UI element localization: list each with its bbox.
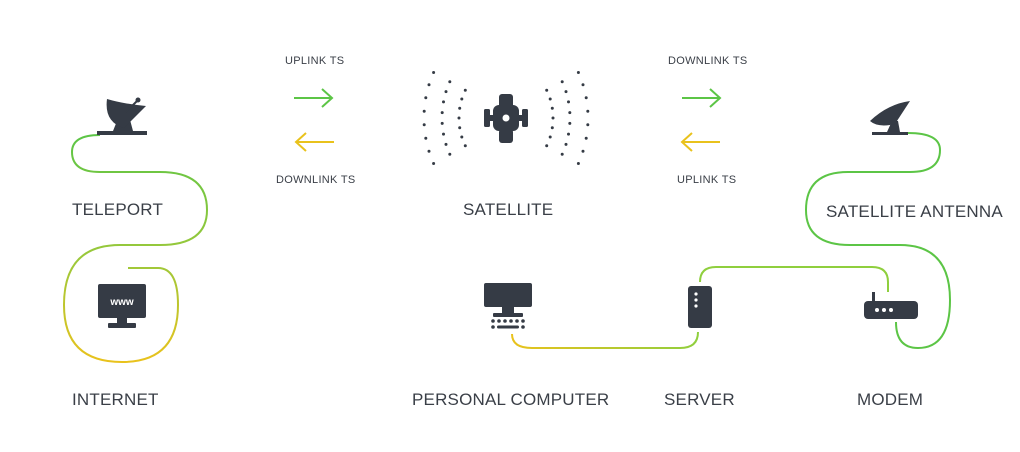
signal-dot <box>457 116 461 120</box>
signal-dot <box>460 135 464 139</box>
signal-dot <box>442 132 445 136</box>
server-modem-line <box>699 266 889 292</box>
signal-dot <box>440 121 444 125</box>
antenna-dish-icon <box>870 101 910 135</box>
signal-dot <box>560 152 564 156</box>
signal-dot <box>458 126 462 130</box>
signal-dot <box>424 136 428 140</box>
signal-dot <box>463 88 467 92</box>
signal-dot <box>422 123 426 127</box>
signal-dot <box>427 149 431 153</box>
signal-dot <box>460 97 464 101</box>
signal-waves <box>422 71 590 165</box>
signal-dot <box>550 126 554 130</box>
teleport-label: TELEPORT <box>72 200 164 219</box>
signal-dot <box>548 97 552 101</box>
uplink-arrow-right <box>680 132 720 152</box>
downlink-label-left: DOWNLINK TS <box>276 174 356 186</box>
teleport-internet-line <box>62 134 209 364</box>
modem-label: MODEM <box>857 390 924 409</box>
antenna-modem-line <box>804 132 952 350</box>
signal-dot <box>463 144 467 148</box>
signal-dot <box>424 96 428 100</box>
signal-dot <box>448 152 452 156</box>
uplink-label-left: UPLINK TS <box>285 55 345 67</box>
personal-computer-label: PERSONAL COMPUTER <box>412 390 610 409</box>
computer-icon <box>484 283 532 329</box>
signal-dot <box>567 100 570 104</box>
signal-dot <box>564 90 568 94</box>
signal-dot <box>545 144 549 148</box>
signal-dot <box>427 83 431 87</box>
signal-dot <box>422 109 426 113</box>
satellite-icon <box>484 94 528 143</box>
signal-dot <box>584 96 588 100</box>
signal-dot <box>448 80 452 84</box>
signal-dot <box>560 80 564 84</box>
signal-dot <box>586 123 590 127</box>
signal-dot <box>432 162 436 165</box>
uplink-arrow-left <box>294 88 334 108</box>
signal-dot <box>584 136 588 140</box>
signal-dot <box>567 132 570 136</box>
signal-dot <box>564 142 568 146</box>
downlink-arrow-left <box>294 132 334 152</box>
signal-dot <box>545 88 549 92</box>
downlink-arrow-right <box>682 88 722 108</box>
signal-dot <box>548 135 552 139</box>
signal-dot <box>442 100 445 104</box>
computer-server-line <box>511 331 699 349</box>
signal-dot <box>458 106 462 110</box>
teleport-dish-icon <box>97 97 147 135</box>
signal-dot <box>586 109 590 113</box>
internet-label: INTERNET <box>72 390 159 409</box>
satellite-label: SATELLITE <box>463 200 554 219</box>
signal-dot <box>551 116 555 120</box>
server-label: SERVER <box>664 390 735 409</box>
signal-dot <box>568 111 572 115</box>
signal-dot <box>432 71 436 74</box>
signal-dot <box>576 71 580 74</box>
uplink-label-right: UPLINK TS <box>677 174 737 186</box>
signal-dot <box>576 162 580 165</box>
internet-monitor-icon: www <box>98 284 146 328</box>
signal-dot <box>440 111 444 115</box>
signal-dot <box>568 121 572 125</box>
downlink-label-right: DOWNLINK TS <box>668 55 748 67</box>
signal-dot <box>444 90 448 94</box>
signal-dot <box>581 83 585 87</box>
modem-icon <box>864 292 918 319</box>
signal-dot <box>550 106 554 110</box>
signal-dot <box>444 142 448 146</box>
server-icon <box>688 286 712 328</box>
www-icon-text: www <box>109 297 134 308</box>
signal-dot <box>581 149 585 153</box>
satellite-antenna-label: SATELLITE ANTENNA <box>826 202 1003 221</box>
